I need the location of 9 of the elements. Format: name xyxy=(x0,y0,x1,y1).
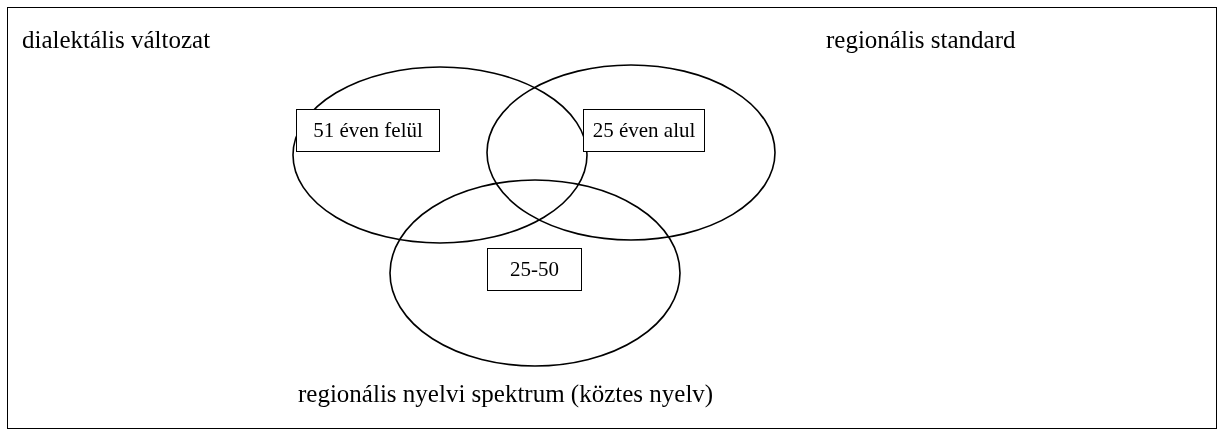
set-label: dialektális változat xyxy=(22,26,211,54)
set-ellipse xyxy=(293,67,587,243)
set-label: regionális nyelvi spektrum (köztes nyelv) xyxy=(298,380,714,408)
set-ellipse xyxy=(390,180,680,366)
set-ellipse xyxy=(487,65,775,240)
text-box: 25-50 xyxy=(487,248,582,291)
set-label: regionális standard xyxy=(826,26,1016,54)
text-box: 51 éven felül xyxy=(296,109,440,152)
text-box: 25 éven alul xyxy=(583,109,705,152)
